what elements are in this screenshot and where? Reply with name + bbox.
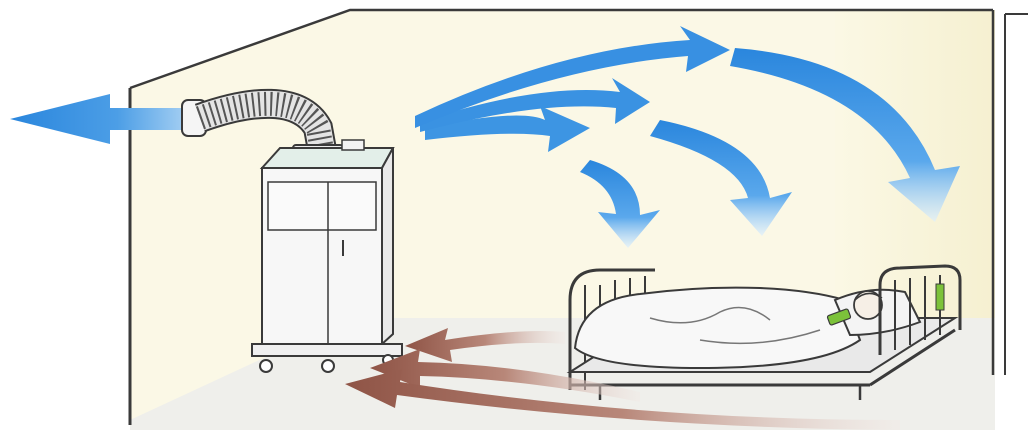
unit-upper-panel <box>268 182 376 230</box>
patient-icon <box>854 291 882 319</box>
unit-side <box>382 148 393 344</box>
unit-wheel <box>260 360 272 372</box>
unit-base <box>252 344 402 356</box>
unit-wheel <box>322 360 334 372</box>
bed-sheet <box>575 288 860 368</box>
unit-top-knob <box>342 140 364 150</box>
unit-top <box>262 148 393 168</box>
headboard-accent <box>936 284 944 310</box>
